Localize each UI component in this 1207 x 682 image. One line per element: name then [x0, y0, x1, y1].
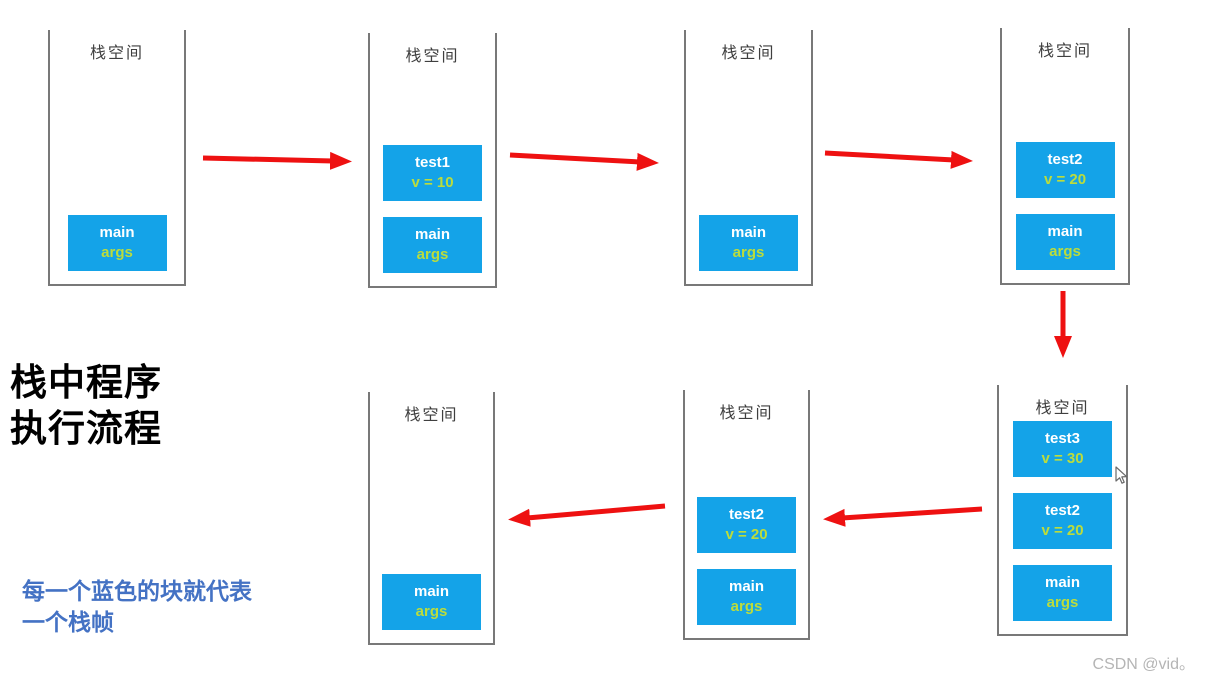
- stack-label: 栈空间: [721, 45, 776, 62]
- frame-list: main args: [370, 574, 493, 630]
- frame-value: args: [730, 598, 763, 615]
- legend-caption-line1: 每一个蓝色的块就代表: [22, 578, 252, 604]
- frame-value: v = 10: [411, 174, 454, 191]
- stack-frame-test2: test2 v = 20: [1013, 493, 1112, 549]
- stack-container-7: 栈空间 main args: [368, 392, 495, 645]
- frame-name: main: [99, 224, 135, 241]
- frame-name: main: [413, 583, 449, 600]
- mouse-cursor-icon: [1115, 466, 1128, 484]
- stack-frame-main: main args: [1013, 565, 1112, 621]
- stack-label: 栈空间: [89, 45, 144, 62]
- frame-name: main: [1044, 574, 1080, 591]
- flow-arrow-5-left: [823, 506, 983, 527]
- frame-name: test1: [414, 154, 451, 171]
- frame-value: args: [1046, 594, 1079, 611]
- frame-value: v = 30: [1041, 450, 1084, 467]
- stack-frame-main: main args: [67, 215, 167, 271]
- frame-name: main: [728, 578, 764, 595]
- stack-container-5: 栈空间 test3 v = 30 test2 v = 20 main args: [997, 385, 1128, 636]
- frame-list: test1 v = 10 main args: [370, 145, 495, 273]
- frame-name: test2: [1044, 502, 1081, 519]
- stack-frame-test1: test1 v = 10: [383, 145, 482, 201]
- stack-frame-test2: test2 v = 20: [697, 497, 796, 553]
- frame-name: main: [414, 226, 450, 243]
- frame-list: main args: [50, 215, 184, 271]
- page-title-line2: 执行流程: [10, 408, 162, 450]
- stack-frame-main: main args: [1015, 214, 1115, 270]
- stack-container-6: 栈空间 test2 v = 20 main args: [683, 390, 810, 640]
- stack-label: 栈空间: [404, 407, 459, 424]
- frame-value: args: [101, 244, 133, 261]
- frame-list: test2 v = 20 main args: [685, 497, 808, 625]
- frame-value: v = 20: [725, 526, 768, 543]
- stack-frame-main: main args: [383, 217, 482, 273]
- stack-frame-test3: test3 v = 30: [1013, 421, 1112, 477]
- stack-frame-main: main args: [697, 569, 796, 625]
- frame-value: v = 20: [1043, 171, 1087, 188]
- page-title: 栈中程序 执行流程: [10, 360, 162, 453]
- frame-name: test2: [728, 506, 765, 523]
- flow-arrow-3-right: [824, 150, 973, 169]
- frame-list: test2 v = 20 main args: [1002, 142, 1128, 270]
- stack-label: 栈空间: [1035, 400, 1090, 417]
- stack-frame-test2: test2 v = 20: [1015, 142, 1115, 198]
- page-title-line1: 栈中程序: [10, 362, 162, 403]
- stack-container-3: 栈空间 main args: [684, 30, 813, 286]
- frame-list: main args: [686, 215, 811, 271]
- frame-value: args: [415, 603, 448, 620]
- watermark: CSDN @vid。: [1092, 656, 1195, 673]
- flow-arrow-6-left: [508, 503, 666, 527]
- frame-value: args: [732, 244, 765, 261]
- frame-value: v = 20: [1041, 522, 1084, 539]
- frame-list: test3 v = 30 test2 v = 20 main args: [999, 421, 1126, 621]
- stack-label: 栈空间: [719, 405, 774, 422]
- frame-value: args: [416, 246, 449, 263]
- frame-name: main: [1047, 223, 1083, 240]
- flow-arrow-2-right: [509, 152, 659, 171]
- stack-container-1: 栈空间 main args: [48, 30, 186, 286]
- stack-frame-main: main args: [699, 215, 798, 271]
- stack-label: 栈空间: [1037, 43, 1092, 60]
- legend-caption: 每一个蓝色的块就代表 一个栈帧: [22, 576, 252, 638]
- stack-container-4: 栈空间 test2 v = 20 main args: [1000, 28, 1130, 285]
- frame-name: test3: [1044, 430, 1081, 447]
- stack-label: 栈空间: [405, 48, 460, 65]
- frame-value: args: [1049, 243, 1081, 260]
- legend-caption-line2: 一个栈帧: [22, 609, 114, 636]
- stack-container-2: 栈空间 test1 v = 10 main args: [368, 33, 497, 288]
- stack-frame-main: main args: [382, 574, 481, 630]
- flow-arrow-1-right: [202, 151, 352, 170]
- frame-name: main: [730, 224, 766, 241]
- frame-name: test2: [1047, 151, 1083, 168]
